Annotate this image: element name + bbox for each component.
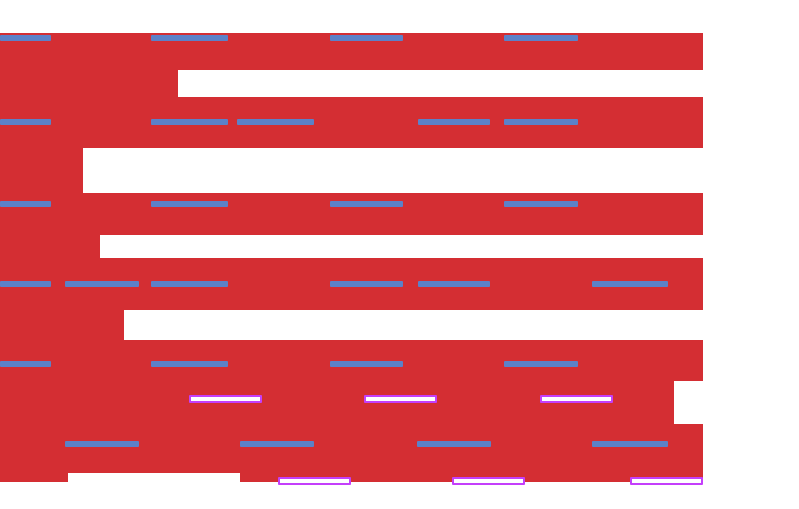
input-field-bar[interactable] bbox=[630, 477, 703, 485]
text-token-bar bbox=[151, 35, 228, 41]
text-token-bar bbox=[65, 441, 139, 447]
text-token-bar bbox=[504, 35, 578, 41]
text-token-bar bbox=[151, 119, 228, 125]
text-token-bar bbox=[240, 441, 314, 447]
text-token-bar bbox=[151, 281, 228, 287]
text-token-bar bbox=[330, 35, 403, 41]
redaction-block bbox=[0, 473, 68, 482]
text-token-bar bbox=[0, 201, 51, 207]
text-token-bar bbox=[0, 35, 51, 41]
redaction-block bbox=[0, 340, 703, 381]
text-token-bar bbox=[330, 281, 403, 287]
text-token-bar bbox=[417, 441, 491, 447]
redaction-block bbox=[0, 148, 83, 193]
text-token-bar bbox=[0, 119, 51, 125]
text-token-bar bbox=[151, 201, 228, 207]
text-token-bar bbox=[65, 281, 139, 287]
redaction-block bbox=[0, 310, 124, 340]
text-token-bar bbox=[418, 119, 490, 125]
text-token-bar bbox=[504, 201, 578, 207]
redaction-block bbox=[0, 97, 703, 148]
redaction-block bbox=[0, 424, 703, 473]
input-field-bar[interactable] bbox=[364, 395, 437, 403]
text-token-bar bbox=[330, 201, 403, 207]
text-token-bar bbox=[151, 361, 228, 367]
redaction-block bbox=[0, 235, 100, 258]
text-token-bar bbox=[592, 281, 668, 287]
text-token-bar bbox=[330, 361, 403, 367]
text-token-bar bbox=[504, 361, 578, 367]
text-token-bar bbox=[0, 361, 51, 367]
text-token-bar bbox=[592, 441, 668, 447]
text-token-bar bbox=[418, 281, 490, 287]
text-token-bar bbox=[237, 119, 314, 125]
input-field-bar[interactable] bbox=[540, 395, 613, 403]
text-token-bar bbox=[0, 281, 51, 287]
redaction-block bbox=[0, 193, 703, 235]
text-token-bar bbox=[504, 119, 578, 125]
redaction-block bbox=[0, 70, 178, 97]
input-field-bar[interactable] bbox=[452, 477, 525, 485]
input-field-bar[interactable] bbox=[189, 395, 262, 403]
input-field-bar[interactable] bbox=[278, 477, 351, 485]
